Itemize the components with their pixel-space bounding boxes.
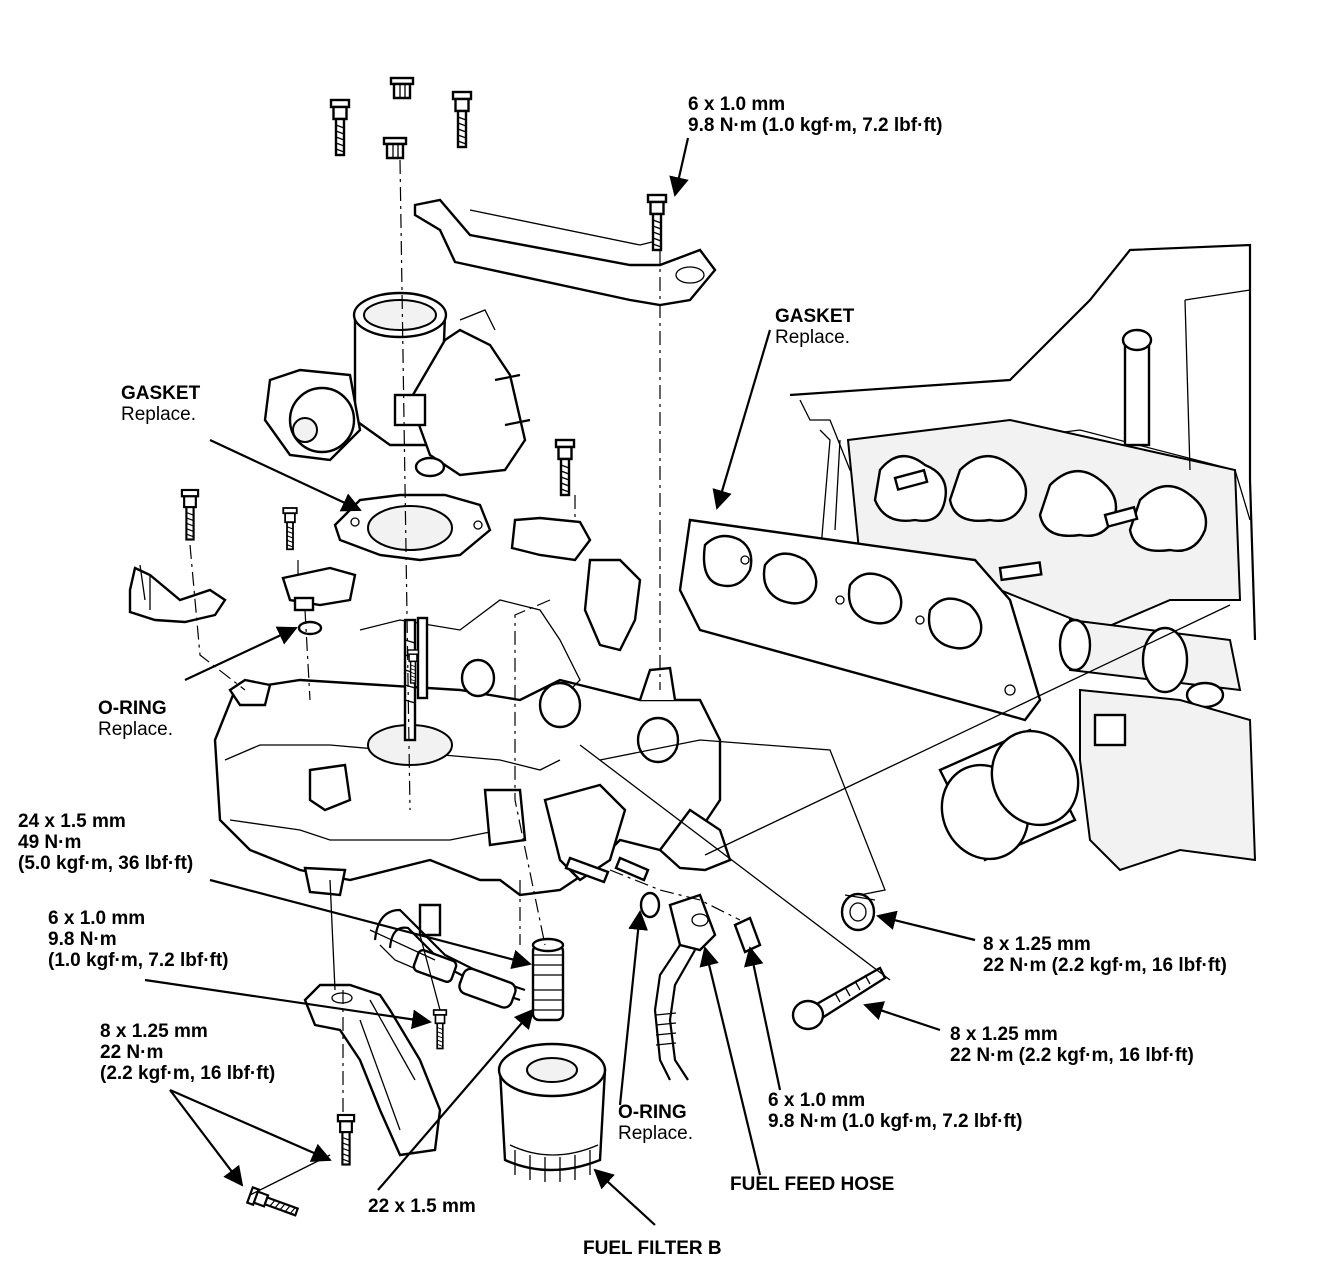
label-text: GASKET bbox=[775, 306, 855, 327]
label-text: 9.8 N·m (1.0 kgf·m, 7.2 lbf·ft) bbox=[768, 1111, 1023, 1132]
stud-small bbox=[564, 856, 650, 884]
fitting-22 bbox=[531, 937, 565, 1022]
label-text: 22 N·m (2.2 kgf·m, 16 lbf·ft) bbox=[950, 1045, 1194, 1066]
lower-bracket bbox=[303, 983, 442, 1157]
label-note: Replace. bbox=[98, 719, 173, 740]
alignment-lines bbox=[189, 159, 1231, 1196]
label-bolt-8-right: 8 x 1.25 mm 22 N·m (2.2 kgf·m, 16 lbf·ft… bbox=[950, 1024, 1194, 1066]
label-text: 22 N·m bbox=[100, 1042, 164, 1063]
leader-arrows bbox=[144, 137, 976, 1226]
label-nut-8-right: 8 x 1.25 mm 22 N·m (2.2 kgf·m, 16 lbf·ft… bbox=[983, 934, 1227, 976]
label-text: FUEL FILTER B bbox=[583, 1238, 722, 1259]
label-note: Replace. bbox=[121, 404, 196, 425]
banjo-bolt-6 bbox=[733, 916, 762, 954]
label-fuel-feed-hose: FUEL FEED HOSE bbox=[730, 1174, 894, 1195]
manifold-gasket bbox=[678, 518, 1042, 722]
label-bracket-bolt-top: 6 x 1.0 mm 9.8 N·m (1.0 kgf·m, 7.2 lbf·f… bbox=[688, 94, 942, 136]
label-fitting-22: 22 x 1.5 mm bbox=[368, 1196, 476, 1217]
label-text: 6 x 1.0 mm bbox=[768, 1090, 866, 1111]
label-text: O-RING bbox=[618, 1102, 687, 1123]
label-text: (5.0 kgf·m, 36 lbf·ft) bbox=[18, 853, 194, 874]
label-oring-top: O-RING Replace. bbox=[98, 698, 173, 740]
label-bolt-6-bottom: 6 x 1.0 mm 9.8 N·m (1.0 kgf·m, 7.2 lbf·f… bbox=[768, 1090, 1022, 1132]
label-text: 24 x 1.5 mm bbox=[18, 811, 126, 832]
label-gasket-throttle: GASKET Replace. bbox=[121, 383, 200, 425]
bolt-8-right-part bbox=[791, 966, 887, 1031]
left-wire-bracket bbox=[128, 564, 227, 624]
label-text: GASKET bbox=[121, 383, 201, 404]
label-text: 8 x 1.25 mm bbox=[100, 1021, 208, 1042]
map-sensor bbox=[281, 566, 357, 612]
oring-bottom-part bbox=[639, 891, 661, 919]
nut-8-right-part bbox=[840, 892, 876, 932]
label-bolt-6-left: 6 x 1.0 mm 9.8 N·m (1.0 kgf·m, 7.2 lbf·f… bbox=[48, 908, 229, 971]
intake-manifold bbox=[213, 599, 732, 937]
throttle-body bbox=[263, 291, 531, 478]
label-gasket-manifold: GASKET Replace. bbox=[775, 306, 854, 348]
fuel-feed-hose-part bbox=[653, 893, 717, 1081]
label-note: Replace. bbox=[775, 327, 850, 348]
label-text: 8 x 1.25 mm bbox=[950, 1024, 1058, 1045]
fuel-filter-b bbox=[497, 1042, 607, 1182]
engine-block bbox=[789, 243, 1257, 872]
label-text: 22 N·m (2.2 kgf·m, 16 lbf·ft) bbox=[983, 955, 1227, 976]
label-text: 6 x 1.0 mm bbox=[688, 94, 786, 115]
label-text: 9.8 N·m (1.0 kgf·m, 7.2 lbf·ft) bbox=[688, 115, 943, 136]
label-text: O-RING bbox=[98, 698, 167, 719]
label-text: FUEL FEED HOSE bbox=[730, 1174, 895, 1195]
label-stud-24: 24 x 1.5 mm 49 N·m (5.0 kgf·m, 36 lbf·ft… bbox=[18, 811, 193, 874]
label-text: 6 x 1.0 mm bbox=[48, 908, 146, 929]
label-text: 9.8 N·m bbox=[48, 929, 117, 950]
fuel-pipe bbox=[373, 908, 526, 1009]
label-text: (2.2 kgf·m, 16 lbf·ft) bbox=[100, 1063, 276, 1084]
label-text: 49 N·m bbox=[18, 832, 82, 853]
label-bolt-8-left: 8 x 1.25 mm 22 N·m (2.2 kgf·m, 16 lbf·ft… bbox=[100, 1021, 275, 1084]
label-text: 22 x 1.5 mm bbox=[368, 1196, 476, 1217]
label-text: 8 x 1.25 mm bbox=[983, 934, 1091, 955]
label-note: Replace. bbox=[618, 1123, 693, 1144]
label-oring-bottom: O-RING Replace. bbox=[618, 1102, 693, 1144]
label-fuel-filter-b: FUEL FILTER B bbox=[583, 1238, 722, 1259]
oring-top-part bbox=[297, 620, 323, 636]
throttle-gasket bbox=[333, 493, 492, 562]
throttle-cable-bracket bbox=[510, 516, 642, 652]
label-text: (1.0 kgf·m, 7.2 lbf·ft) bbox=[48, 950, 229, 971]
upper-bracket bbox=[413, 198, 717, 307]
